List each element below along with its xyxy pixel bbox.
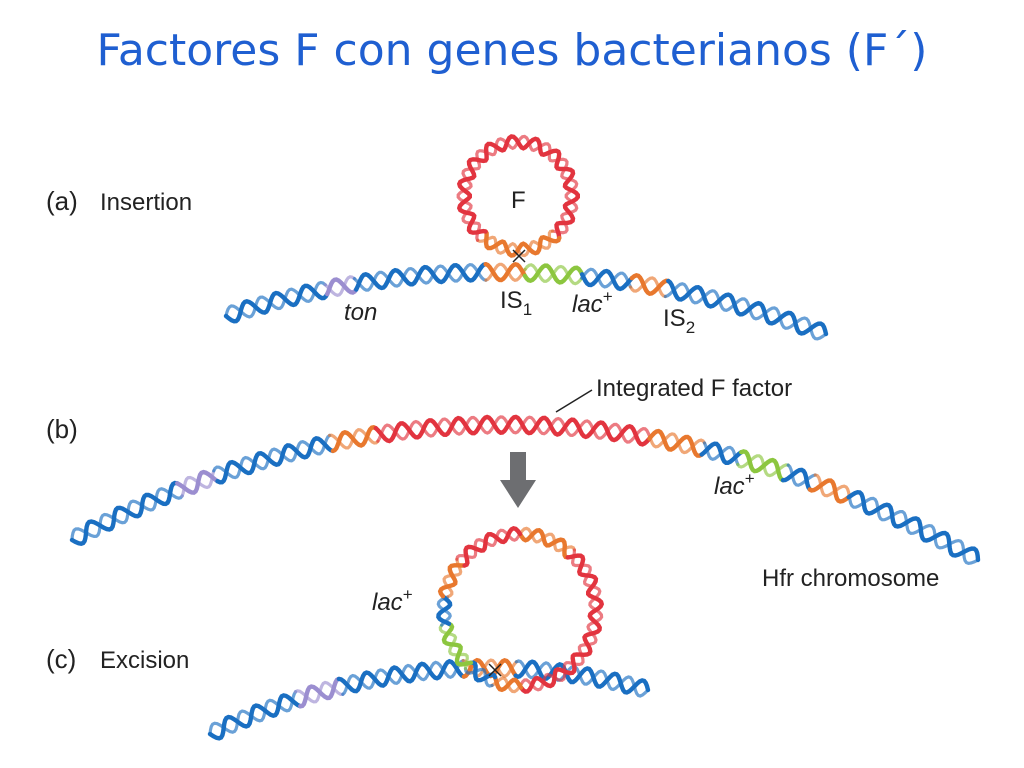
ton-label: ton — [344, 299, 377, 326]
integrated-f-factor-label: Integrated F factor — [596, 375, 792, 402]
crossover-mark-a — [512, 249, 526, 263]
slide-title: Factores F con genes bacterianos (F´) — [96, 25, 928, 76]
panel-a-tag: (a) — [46, 186, 78, 216]
dna-strands — [69, 134, 981, 741]
panel-c-tag: (c) — [46, 644, 76, 674]
down-arrow-icon — [500, 452, 536, 508]
is2-label: IS2 — [663, 305, 695, 337]
lac-plus-label-b: lac+ — [714, 469, 755, 500]
integrated-f-pointer — [555, 389, 593, 413]
f-plasmid-label: F — [511, 187, 526, 214]
panel-a-caption: Insertion — [100, 189, 192, 216]
is1-label: IS1 — [500, 287, 532, 319]
panel-c-caption: Excision — [100, 647, 189, 674]
chromosome-a — [223, 261, 829, 341]
chromosome-c — [207, 657, 651, 741]
f-prime-plasmid-c — [436, 525, 605, 694]
hfr-chromosome-b — [69, 414, 981, 566]
hfr-chromosome-label: Hfr chromosome — [762, 565, 939, 592]
f-plasmid-circle-a — [456, 134, 580, 258]
panel-b-tag: (b) — [46, 414, 78, 444]
lac-plus-label-c: lac+ — [372, 585, 413, 616]
crossover-mark-c — [488, 663, 502, 677]
lac-plus-label-a: lac+ — [572, 287, 613, 318]
